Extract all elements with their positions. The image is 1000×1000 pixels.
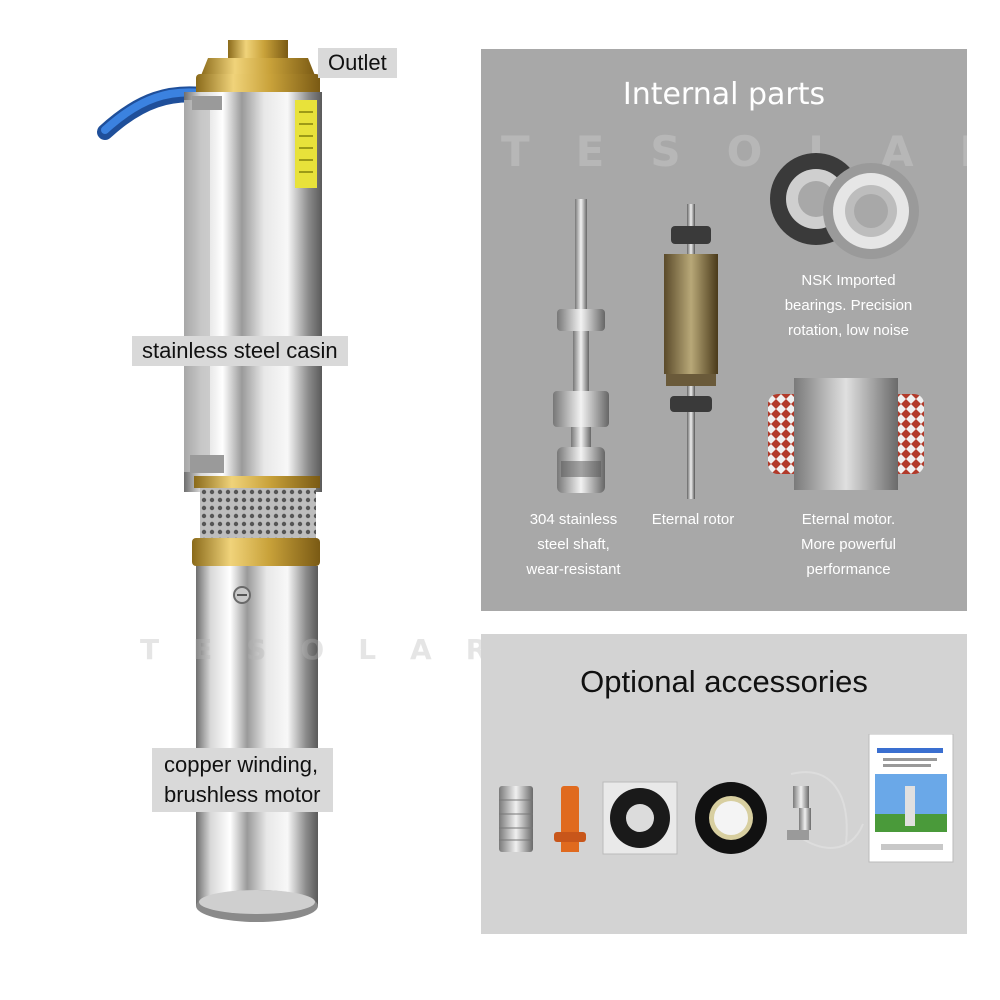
caption-bearings: NSK Imported bearings. Precision rotatio…	[771, 268, 926, 343]
callout-outlet: Outlet	[318, 48, 397, 78]
rotor-image	[664, 204, 718, 499]
callout-motor-line2: brushless motor	[164, 782, 321, 807]
watermark-left: TESOLAR	[140, 633, 522, 666]
caption-rotor: Eternal rotor	[638, 507, 748, 532]
callout-motor-line1: copper winding,	[164, 752, 319, 777]
callout-copper-motor: copper winding, brushless motor	[152, 748, 333, 812]
tape-roll-icon	[695, 782, 767, 854]
caption-shaft: 304 stainless steel shaft, wear-resistan…	[511, 507, 636, 582]
caption-shaft-line1: 304 stainless	[529, 511, 618, 528]
steel-shaft-image	[553, 199, 609, 493]
caption-motor-line3: performance	[806, 561, 891, 578]
tape-roll-packaged-icon	[602, 781, 678, 855]
accessories-images	[499, 734, 954, 863]
user-manual-icon	[868, 734, 954, 863]
internal-parts-panel: Internal parts TESOLAR	[481, 49, 992, 611]
internal-parts-title: Internal parts	[622, 77, 826, 112]
plastic-connector-icon	[554, 786, 586, 852]
caption-shaft-line2: steel shaft,	[537, 536, 610, 553]
steel-connector-icon	[499, 786, 533, 852]
caption-motor-line2: More powerful	[800, 536, 897, 553]
water-sensor-icon	[787, 771, 864, 849]
callout-stainless-casing: stainless steel casin	[132, 336, 348, 366]
accessories-title: Optional accessories	[580, 664, 868, 699]
caption-bearings-line1: NSK Imported	[801, 272, 896, 289]
caption-motor: Eternal motor. More powerful performance	[776, 507, 921, 582]
caption-bearings-line2: bearings. Precision	[784, 297, 913, 314]
caption-bearings-line3: rotation, low noise	[788, 322, 909, 339]
caption-motor-line1: Eternal motor.	[801, 511, 896, 528]
watermark-panel: TESOLAR	[501, 127, 1000, 176]
bearings-image	[770, 153, 919, 259]
pump-illustration	[97, 40, 322, 922]
accessories-panel: Optional accessories	[481, 634, 967, 934]
caption-rotor-line1: Eternal rotor	[651, 511, 735, 528]
caption-shaft-line3: wear-resistant	[526, 561, 621, 578]
motor-stator-image	[768, 378, 924, 490]
